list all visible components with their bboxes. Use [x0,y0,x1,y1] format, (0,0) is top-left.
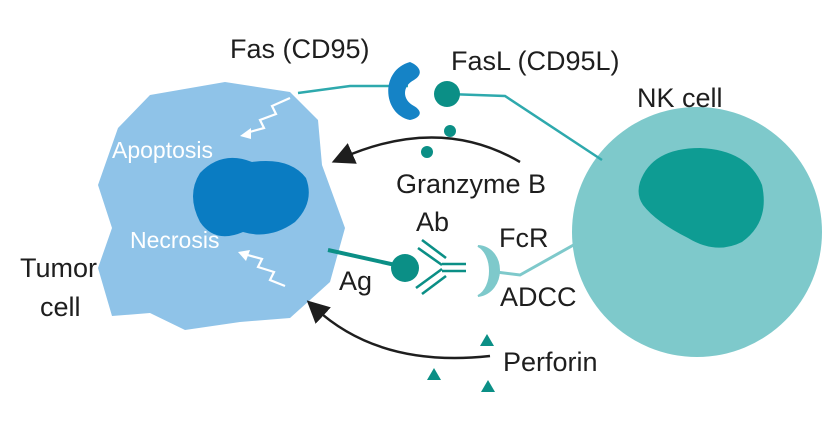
fas-label: Fas (CD95) [230,34,370,64]
antigen-icon [391,254,419,282]
nk-nucleus [638,148,764,248]
granzyme-label: Granzyme B [396,169,546,199]
antibody-icon [415,238,466,296]
fasl-connector-line [447,92,603,162]
fasl-ligand-icon [434,81,460,107]
nk-cell-label: NK cell [637,83,723,113]
granzyme-arrow [331,136,521,164]
ag-label: Ag [339,266,372,296]
perforin-triangle-icon [427,368,441,380]
necrosis-label: Necrosis [130,227,219,253]
perforin-arrow [306,300,491,360]
fcr-label: FcR [499,223,549,253]
fasl-label: FasL (CD95L) [451,46,620,76]
adcc-label: ADCC [500,282,577,312]
perforin-triangle-icon [481,380,495,392]
apoptosis-label: Apoptosis [112,137,213,163]
tumor-cell-label-line1: Tumor [20,253,97,283]
fcr-receptor-icon [477,245,500,297]
granzyme-dot-icon [421,146,433,158]
necrosis-zigzag-arrow-icon [243,252,286,288]
apoptosis-arrowhead [240,128,251,139]
perforin-triangle-icon [480,334,494,346]
fas-receptor-body [388,62,420,120]
tumor-nucleus [193,157,309,237]
necrosis-arrowhead [238,250,250,261]
ab-label: Ab [416,207,449,237]
ag-connector-line [327,248,401,268]
tumor-cell-label-line2: cell [40,292,81,322]
fcr-connector-line [495,236,587,277]
perforin-label: Perforin [503,347,598,377]
apoptosis-zigzag-arrow-icon [245,96,291,135]
granzyme-dot-icon [444,125,456,137]
